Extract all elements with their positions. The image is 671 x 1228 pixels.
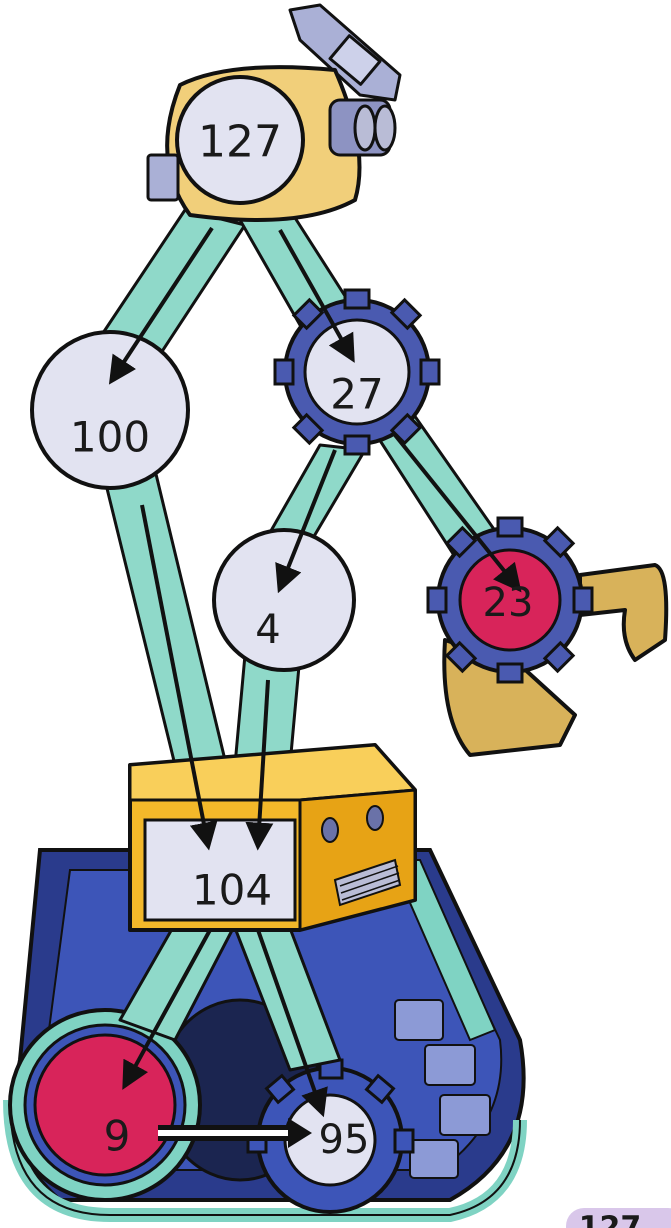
arrow-middle-joint-to-body [245, 679, 274, 851]
page-badge-text: 127 [579, 1211, 642, 1228]
middle-joint-value: 4 [255, 607, 280, 653]
arrow-head-to-gear [278, 229, 355, 363]
claw-gear-value: 23 [483, 580, 534, 626]
arrows [108, 226, 522, 1118]
middle-joint [212, 528, 356, 672]
head [146, 3, 402, 222]
arrow-gear-to-middle-joint [275, 449, 337, 594]
gear-mid-value: 27 [330, 370, 383, 419]
left-joint-value: 100 [70, 413, 150, 462]
arrow-body-to-right-wheel [256, 929, 328, 1118]
gear-mid [273, 288, 441, 456]
claw-gear [426, 516, 594, 684]
arrow-left-wheel-to-right-wheel [158, 1118, 312, 1148]
left-joint [30, 330, 190, 490]
claw [442, 563, 669, 757]
arrow-body-to-left-wheel [122, 929, 212, 1090]
head-value: 127 [198, 117, 282, 168]
arrow-gear-to-claw-gear [393, 433, 522, 593]
arrow-head-to-left-joint [108, 226, 214, 385]
left-wheel-value: 9 [104, 1112, 131, 1161]
body-value: 104 [192, 866, 272, 915]
arrow-left-joint-to-body [140, 504, 218, 851]
page-badge: 127 [566, 1208, 671, 1228]
right-wheel-value: 95 [319, 1117, 370, 1163]
body-box [128, 743, 417, 932]
